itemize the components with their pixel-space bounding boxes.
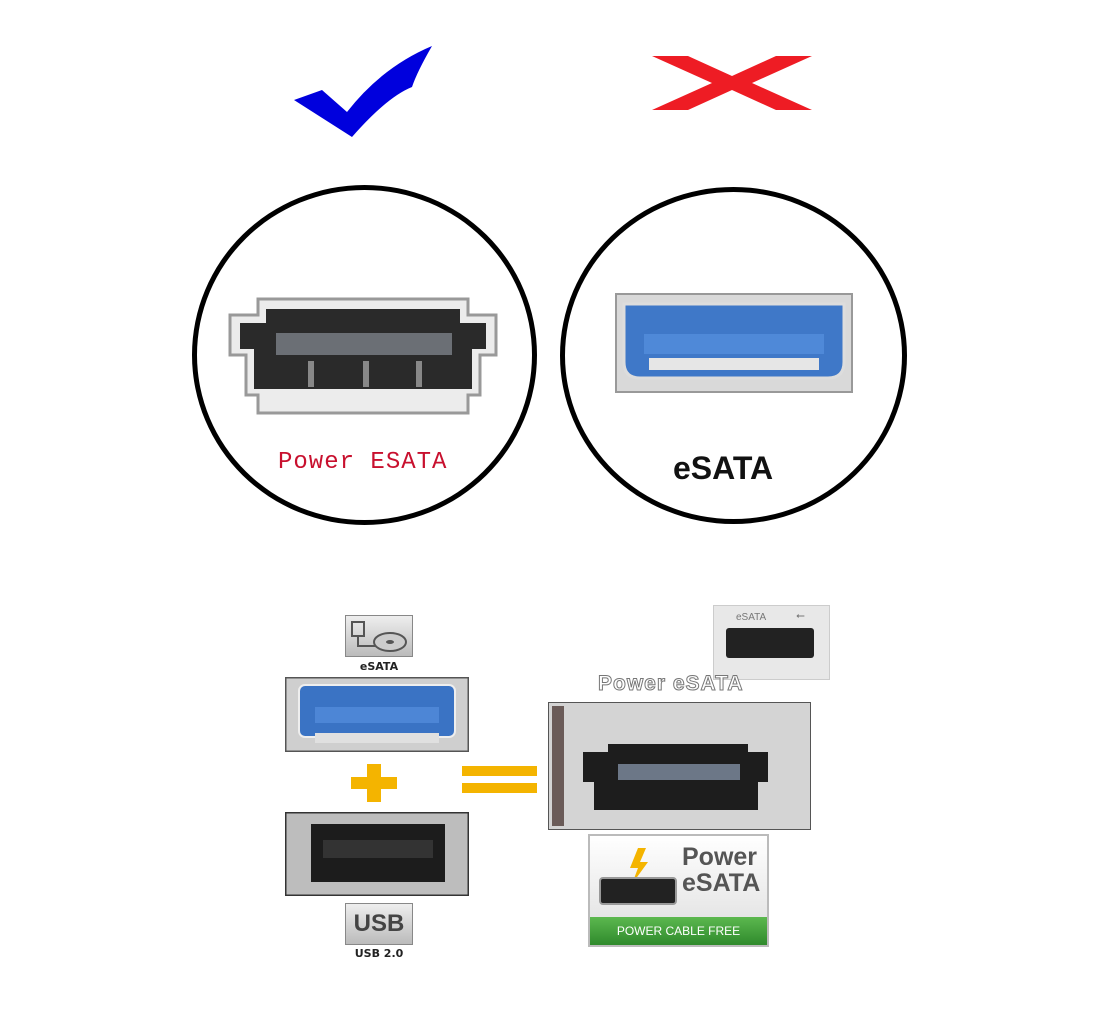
check-icon — [294, 46, 432, 137]
esata-icon-label: eSATA — [359, 660, 399, 673]
usb-port-photo — [285, 812, 469, 896]
equals-icon — [462, 766, 537, 793]
usb-label: USB 2.0 — [354, 947, 404, 960]
badge-line1: Power — [682, 843, 758, 871]
badge-footer: POWER CABLE FREE — [590, 917, 767, 945]
esata-port-photo — [285, 677, 469, 752]
usb-icon: USB — [345, 903, 413, 945]
power-esata-badge: Power eSATA POWER CABLE FREE — [588, 834, 769, 947]
esata-port-image — [615, 293, 853, 393]
usb-icon-text: USB — [353, 910, 405, 937]
plus-icon — [351, 764, 397, 802]
power-esata-port-photo — [548, 702, 811, 830]
inset-esata-label: eSATA — [736, 612, 767, 623]
esata-label: eSATA — [673, 450, 774, 486]
esata-drive-icon — [345, 615, 413, 657]
power-esata-title: Power eSATA — [598, 672, 744, 696]
cross-icon — [652, 56, 812, 110]
inset-port-photo: eSATA ⭠ — [713, 605, 830, 680]
badge-line2: eSATA — [682, 869, 761, 897]
usb-symbol-icon: ⭠ — [796, 610, 805, 622]
lightning-icon — [630, 848, 648, 884]
power-esata-circle — [192, 185, 537, 525]
power-esata-label: Power ESATA — [278, 449, 448, 476]
power-esata-port-image — [228, 297, 498, 415]
esata-circle — [560, 187, 907, 524]
badge-port-icon — [599, 848, 677, 905]
inset-port — [726, 628, 814, 658]
